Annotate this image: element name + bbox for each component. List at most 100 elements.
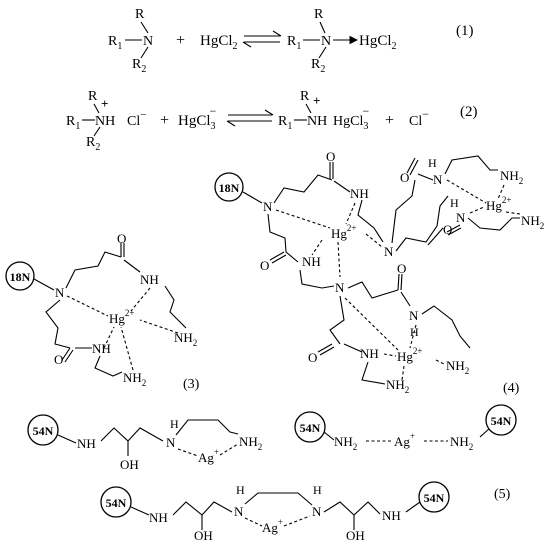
s5c-oh-left: OH [194,528,213,543]
s4-ring-18n [214,172,244,202]
s5b-ring-54n-left [294,411,326,443]
eq2-product-cl: Cl− [409,107,429,129]
eq2-product-nh: NH [307,114,327,129]
eq2-equilibrium-arrow-icon [226,109,274,127]
s5c-nh-right: NH [382,508,401,523]
structure-5a: 54N NH OH H N NH2 Ag+ [27,414,262,472]
s5c-n-right: N [312,504,322,519]
s5a-ag: Ag+ [198,447,219,465]
s4-n-lower: N [335,280,345,295]
s5a-n: N [166,435,176,450]
s3-nh1: NH [140,272,159,287]
eq2-product-hgcl3: HgCl3− [333,104,369,132]
s3-nh2b: NH2 [123,370,146,388]
s5c-n-left: N [234,504,244,519]
s5-label: (5) [494,487,511,502]
structure-5c: 54N NH OH H N H N Ag+ OH NH 54N (5) [100,481,511,543]
eq1-product-n: N [321,34,331,49]
s4-nh-mid: NH [302,254,321,269]
s4-o-low2: O [308,350,317,365]
s3-label: (3) [183,377,200,392]
s5c-h-right: H [313,483,322,497]
s5c-ring-54n-left [100,486,132,518]
s5c-nh-left: NH [149,510,168,525]
s5a-oh: OH [120,457,139,472]
eq1-reactant-r1: R1 [108,34,122,52]
structure-4: 18N N O NH Hg2+ O NH N N O [214,149,544,396]
eq2-product-r1: R1 [278,114,292,132]
s4-h-nh: H [450,196,459,210]
eq2-plus-charge: + [101,96,108,111]
eq1-product-hgcl2: HgCl2 [359,33,397,52]
eq1-reactant-r: R [135,7,145,22]
eq1-label: (1) [456,23,474,39]
s3-nh2: NH [92,341,111,356]
eq1-equilibrium-arrow-icon [242,30,282,48]
s5a-nh: NH [77,436,96,451]
equation-2: R + R1 NH Cl− R2 + HgCl3− R + R1 NH HgCl… [66,89,478,153]
s5c-oh-right: OH [346,528,365,543]
s5a-h: H [170,417,179,431]
eq2-label: (2) [460,104,478,120]
s5c-ring-54n-right [418,481,450,513]
s5c-h-left: H [236,483,245,497]
eq2-nh: NH [95,114,115,129]
structure-3: 18N N O NH NH2 O NH NH2 Hg2+ (3) [5,231,200,392]
s3-o1: O [117,231,126,246]
s4-o-top: O [326,149,335,164]
s5b-ring-left-label: 54N [300,421,321,435]
s4-hg-low: Hg2+ [397,346,422,364]
eq1-reactant-r2: R2 [132,57,146,75]
eq2-cl: Cl− [127,109,146,129]
s4-nh2-low2: NH2 [386,377,409,395]
s4-hg-center: Hg2+ [331,223,356,241]
s5b-nh2-left: NH2 [334,434,357,452]
eq2-r1: R1 [66,114,80,132]
s4-nh2-low: NH2 [446,358,469,376]
structure-5b: 54N NH2 Ag+ NH2 54N [294,404,517,452]
eq2-product-plus-charge: + [313,93,320,108]
s4-o-low1: O [397,261,406,276]
s4-hg-tr: Hg2+ [486,195,511,213]
s5b-ring-right-label: 54N [491,414,512,428]
s5b-ag: Ag+ [394,431,415,449]
s3-n: N [55,285,65,300]
eq2-hgcl3: HgCl3− [178,104,217,132]
eq2-product-r: R [300,89,310,104]
eq1-product-r1: R1 [287,34,301,52]
s3-nh2a: NH2 [174,330,197,348]
s4-ring-label: 18N [219,181,240,195]
s3-o2: O [54,352,63,367]
s4-o-low-left: O [260,258,269,273]
eq2-product-plus: + [385,112,394,129]
s3-ring-18n [5,261,35,291]
eq2-r2: R2 [86,135,100,153]
s3-ring-label: 18N [10,270,31,284]
s4-nh-low: NH [360,346,379,361]
s3-hg: Hg2+ [109,308,134,326]
eq1-product-r: R [314,7,324,22]
eq2-plus: + [160,112,169,129]
eq2-r: R [88,89,98,104]
s4-nh-top: NH [350,186,369,201]
s4-n-low-h: N [409,308,419,323]
s4-nh2-tr: NH2 [500,168,523,186]
s5b-nh2-right: NH2 [450,434,473,452]
s5a-ring-54n [27,414,59,446]
s4-n-tr: N [433,172,443,187]
s4-h-top: H [428,156,437,170]
s4-n-left: N [263,199,273,214]
s5a-ring-label: 54N [33,424,54,438]
s4-n-center: N [384,244,394,259]
s5b-ring-54n-right [485,404,517,436]
s4-o-right2: O [443,222,452,237]
s4-nh2-tr2: NH2 [521,213,544,231]
eq1-reactant-n: N [143,34,153,49]
s4-label: (4) [503,381,520,396]
eq1-hgcl2: HgCl2 [200,33,238,52]
eq1-plus: + [176,32,185,49]
s5c-ag: Ag+ [262,517,283,535]
s4-o-right1: O [400,170,409,185]
equation-1: R N R1 R2 + HgCl2 R N R1 R2 HgCl2 (1) [108,7,474,75]
